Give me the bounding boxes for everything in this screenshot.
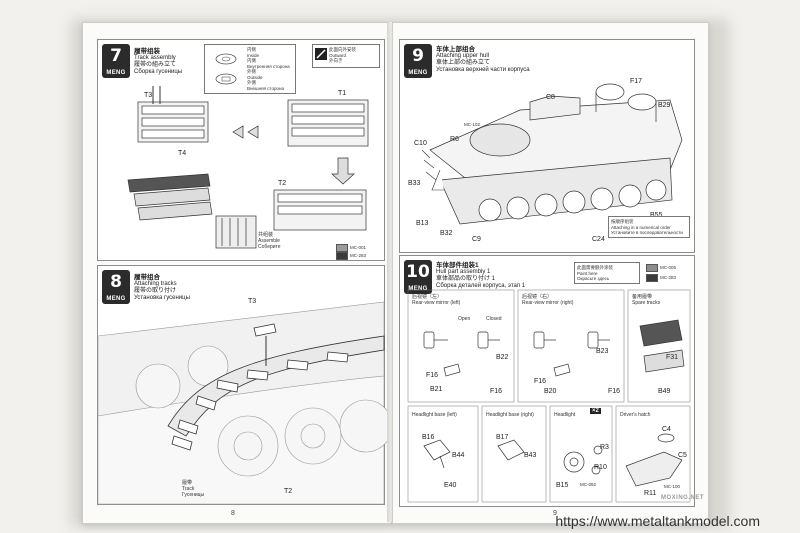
- inside-outside-legend: 内侧 Inside 内側 Внутренняя сторона 外侧 Outsi…: [204, 44, 296, 94]
- part-C5: C5: [678, 452, 687, 459]
- step-7-title: 履带组装 Track assembly 履帯の組み立て Сборка гусен…: [134, 48, 183, 75]
- part-R11: R11: [644, 490, 657, 497]
- part-T2: T2: [278, 180, 287, 187]
- brand-logo: MENG: [106, 70, 126, 76]
- part-B55: B55: [650, 212, 662, 219]
- part-C4: C4: [662, 426, 671, 433]
- page-number: 9: [553, 510, 557, 517]
- part-B22: B22: [496, 354, 509, 361]
- track-assembly-diagram: [127, 86, 369, 249]
- part-C8: C8: [546, 94, 555, 101]
- part-B29: B29: [658, 102, 671, 109]
- part-B17: B17: [496, 434, 509, 441]
- part-F16: F16: [608, 388, 621, 395]
- track-legend: 履带 Track Гусеницы: [182, 480, 205, 498]
- book-gutter: [387, 22, 395, 522]
- step-number: 10: [406, 262, 430, 282]
- paint-chip-2: MC-283: [646, 274, 676, 282]
- step-7-frame: 7 MENG 履带组装 Track assembly 履帯の組み立て Сборк…: [97, 39, 385, 261]
- part-F16: F16: [534, 378, 547, 385]
- paint-chip-1: MC-001: [336, 244, 366, 252]
- warning-icon: [315, 48, 327, 60]
- mirror-right-title: 后视镜（右） Rear-view mirror (right): [522, 294, 574, 306]
- paint-swatch: [336, 244, 348, 252]
- step-9-frame: 9 MENG 车体上部组合 Attaching upper hull 車体上部の…: [399, 39, 695, 253]
- paint-callout: MC-092: [580, 482, 597, 487]
- closed-label: Closed: [486, 316, 502, 322]
- spare-tracks-title: 备用履带 Spare tracks: [632, 294, 661, 306]
- part-B15: B15: [556, 482, 569, 489]
- part-F16: F16: [490, 388, 503, 395]
- mirror-left-title: 后视镜（左） Rear-view mirror (left): [412, 294, 461, 306]
- part-B20: B20: [544, 388, 557, 395]
- paint-chip-2: MC-283: [336, 252, 366, 260]
- quantity-badge: ×2: [590, 408, 601, 414]
- part-B32: B32: [440, 230, 453, 237]
- part-C24: C24: [592, 236, 605, 243]
- step-10-subpanels: [407, 289, 691, 503]
- step-8-title: 履带组合 Attaching tracks 履帯の取り付け Установка …: [134, 274, 190, 301]
- part-B49: B49: [658, 388, 671, 395]
- part-F31: F31: [666, 354, 679, 361]
- part-T2: T2: [284, 488, 293, 495]
- upper-hull-diagram: [421, 83, 683, 225]
- track-on-wheels-diagram: [97, 301, 393, 505]
- hatch-title: Driver's hatch: [620, 412, 651, 418]
- part-E40: E40: [444, 482, 457, 489]
- site-watermark: https://www.metaltankmodel.com: [555, 513, 760, 529]
- part-T3: T3: [248, 298, 257, 305]
- step-7-badge: 7 MENG: [102, 44, 130, 78]
- source-watermark: MOXING.NET: [660, 495, 704, 501]
- paint-swatch: [646, 274, 658, 282]
- right-page: 9 MENG 车体上部组合 Attaching upper hull 車体上部の…: [392, 22, 709, 524]
- step-10-title: 车体部件组装1 Hull part assembly 1 車体部品の取り付け 1…: [436, 262, 526, 289]
- part-R3: R3: [600, 444, 609, 451]
- headlight-right-title: Headlight base (right): [486, 412, 534, 418]
- part-F16: F16: [426, 372, 439, 379]
- part-B13: B13: [416, 220, 429, 227]
- part-B23: B23: [596, 348, 609, 355]
- step-number: 9: [412, 46, 424, 66]
- outward-warning: 此面向外安装 Outward 外向き: [312, 44, 380, 68]
- paint-swatch: [336, 252, 348, 260]
- assemble-note: 共组装 Assemble Соберите: [258, 232, 281, 250]
- part-C10: C10: [414, 140, 427, 147]
- part-R10: R10: [594, 464, 607, 471]
- step-9-badge: 9 MENG: [404, 44, 432, 78]
- headlight-title: Headlight: [554, 412, 576, 418]
- paint-callout: MC-102: [464, 122, 481, 127]
- step-10-frame: 10 MENG 车体部件组装1 Hull part assembly 1 車体部…: [399, 255, 695, 507]
- headlight-left-title: Headlight base (left): [412, 412, 457, 418]
- numerical-order-note: 按顺序组装 Attaching in a numerical order Уст…: [608, 216, 690, 238]
- step-8-frame: 8 MENG 履带组合 Attaching tracks 履帯の取り付け Уст…: [97, 265, 393, 505]
- part-R6: R6: [450, 136, 459, 143]
- brand-logo: MENG: [106, 296, 126, 302]
- step-9-title: 车体上部组合 Attaching upper hull 車体上部の組み立て Ус…: [436, 46, 530, 73]
- paint-callout: MC-100: [664, 484, 681, 489]
- paint-chip-1: MC-005: [646, 264, 676, 272]
- brand-logo: MENG: [408, 286, 428, 292]
- open-label: Open: [458, 316, 471, 322]
- left-page: 7 MENG 履带组装 Track assembly 履帯の組み立て Сборк…: [82, 22, 393, 524]
- part-B44: B44: [452, 452, 465, 459]
- part-B21: B21: [430, 386, 443, 393]
- part-T1: T1: [338, 90, 347, 97]
- step-number: 8: [110, 272, 122, 292]
- part-B43: B43: [524, 452, 537, 459]
- step-10-badge: 10 MENG: [404, 260, 432, 294]
- brand-logo: MENG: [408, 70, 428, 76]
- paint-swatch: [646, 264, 658, 272]
- step-number: 7: [110, 46, 122, 66]
- step-8-badge: 8 MENG: [102, 270, 130, 304]
- page-number: 8: [231, 510, 235, 517]
- track-link-icon: [215, 53, 237, 85]
- part-B16: B16: [422, 434, 435, 441]
- part-T3: T3: [144, 92, 153, 99]
- part-T4: T4: [178, 150, 187, 157]
- paint-here-note: 此面需要额外涂装 Paint here Окрасьте здесь: [574, 262, 640, 284]
- part-F17: F17: [630, 78, 643, 85]
- part-C9: C9: [472, 236, 481, 243]
- part-B33: B33: [408, 180, 421, 187]
